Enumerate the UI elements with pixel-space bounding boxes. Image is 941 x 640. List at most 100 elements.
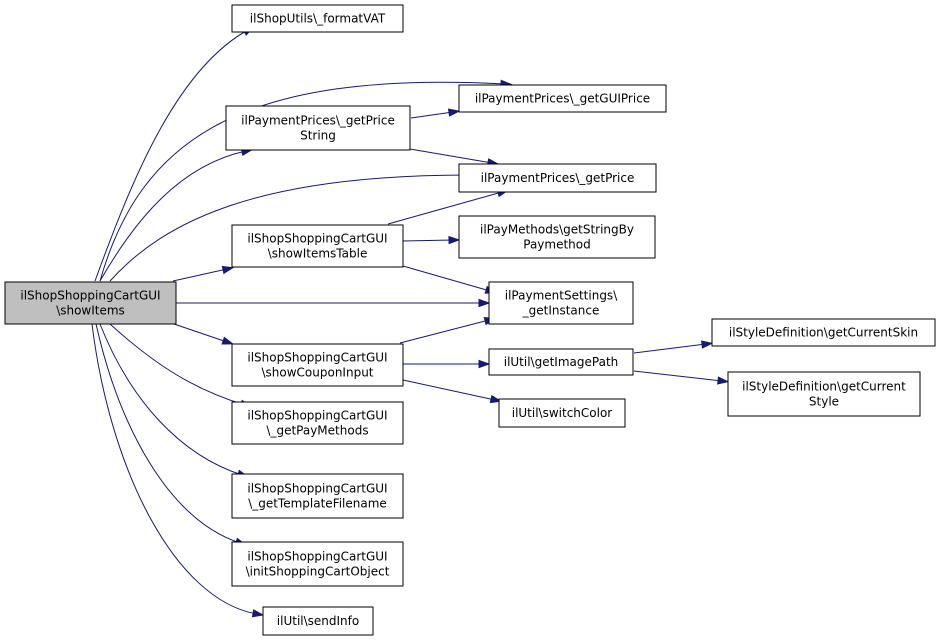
- edge-showCouponInput-to-paymentSettings: [399, 317, 497, 344]
- node-label-line: ilShopShoppingCartGUI: [20, 289, 160, 303]
- nodes-layer: ilShopShoppingCartGUI\showItemsilShopUti…: [4, 4, 936, 636]
- node-label-line: ilShopShoppingCartGUI: [247, 409, 387, 423]
- edge-showItemsTable-to-paymentSettings: [402, 265, 498, 294]
- edge-arrowhead: [447, 108, 461, 117]
- node-label-line: ilUtil\switchColor: [512, 406, 613, 420]
- edge-line: [402, 265, 491, 292]
- node-label-line: ilShopUtils\_formatVAT: [250, 12, 386, 26]
- node-label-line: ilPaymentPrices\_getPrice: [481, 171, 635, 185]
- edge-line: [410, 111, 454, 119]
- edge-line: [172, 268, 228, 282]
- edge-arrowhead: [478, 359, 491, 369]
- node-label-line: ilShopShoppingCartGUI: [247, 550, 387, 564]
- edge-arrowhead: [489, 394, 503, 404]
- node-box: [231, 224, 404, 268]
- node-box: [488, 281, 634, 325]
- node-label-line: ilPaymentSettings\: [505, 289, 618, 303]
- node-box: [231, 4, 404, 33]
- node-getTemplateFilename[interactable]: ilShopShoppingCartGUI\_getTemplateFilena…: [231, 473, 404, 519]
- edge-line: [633, 370, 723, 382]
- node-label-line: ilUtil\sendInfo: [277, 614, 359, 628]
- edge-line: [402, 239, 454, 242]
- edge-line: [91, 323, 258, 615]
- node-box: [488, 348, 634, 376]
- node-label-line: ilPaymentPrices\_getPrice: [241, 114, 395, 128]
- node-box: [231, 473, 404, 519]
- edge-root-to-showCouponInput: [173, 323, 235, 345]
- node-box: [498, 398, 626, 428]
- edge-line: [402, 379, 496, 401]
- edge-arrowhead: [478, 298, 491, 308]
- node-getImagePath[interactable]: ilUtil\getImagePath: [488, 348, 634, 376]
- edge-line: [409, 148, 493, 164]
- node-label-line: ilPayMethods\getStringBy: [480, 223, 634, 237]
- node-initShoppingCartObject[interactable]: ilShopShoppingCartGUI\initShoppingCartOb…: [231, 541, 404, 587]
- node-label-line: ilStyleDefinition\getCurrentSkin: [729, 326, 918, 340]
- node-box: [458, 84, 667, 113]
- edge-root-to-sendInfo: [91, 323, 265, 618]
- edge-line: [109, 323, 246, 406]
- node-box: [711, 318, 936, 347]
- node-label-line: ilShopShoppingCartGUI: [247, 351, 387, 365]
- node-getPayMethods[interactable]: ilShopShoppingCartGUI\_getPayMethods: [231, 401, 404, 445]
- node-getCurrentSkin[interactable]: ilStyleDefinition\getCurrentSkin: [711, 318, 936, 347]
- node-label-line: ilUtil\getImagePath: [504, 355, 619, 369]
- node-label-line: Paymethod: [523, 238, 591, 252]
- node-box: [231, 541, 404, 587]
- edge-getPriceString-to-getGUIPrice: [410, 108, 461, 119]
- node-box: [231, 401, 404, 445]
- node-getGUIPrice[interactable]: ilPaymentPrices\_getGUIPrice: [458, 84, 667, 113]
- node-switchColor[interactable]: ilUtil\switchColor: [498, 398, 626, 428]
- edge-line: [109, 174, 470, 282]
- edge-showItemsTable-to-getStringByPaymethod: [402, 235, 461, 245]
- node-showItemsTable[interactable]: ilShopShoppingCartGUI\showItemsTable: [231, 224, 404, 268]
- edge-arrowhead: [221, 336, 235, 345]
- edge-line: [173, 323, 228, 343]
- edge-getImagePath-to-getCurrentSkin: [633, 340, 714, 354]
- edge-arrowhead: [701, 340, 714, 349]
- node-box: [458, 215, 656, 259]
- edge-root-to-getPayMethods: [109, 323, 253, 408]
- node-root[interactable]: ilShopShoppingCartGUI\showItems: [4, 281, 177, 325]
- node-box: [458, 163, 657, 193]
- edge-line: [99, 323, 243, 476]
- edge-arrowhead: [251, 609, 265, 618]
- edge-root-to-showItemsTable: [172, 265, 235, 282]
- edge-getPriceString-to-getPrice: [409, 148, 500, 167]
- node-formatVAT[interactable]: ilShopUtils\_formatVAT: [231, 4, 404, 33]
- edge-root-to-getPriceString: [99, 147, 254, 282]
- node-label-line: ilShopShoppingCartGUI: [247, 482, 387, 496]
- node-box: [262, 606, 374, 636]
- edge-line: [95, 323, 241, 544]
- edge-showCouponInput-to-switchColor: [402, 379, 503, 404]
- node-box: [225, 105, 411, 151]
- node-showCouponInput[interactable]: ilShopShoppingCartGUI\showCouponInput: [231, 343, 404, 387]
- edge-line: [633, 343, 707, 354]
- node-box: [231, 343, 404, 387]
- node-label-line: \showItemsTable: [268, 247, 368, 261]
- edge-root-to-initShoppingCartObject: [95, 323, 248, 546]
- node-label-line: ilPaymentPrices\_getGUIPrice: [475, 92, 650, 106]
- edge-root-to-paymentSettings: [172, 298, 491, 308]
- node-label-line: Style: [809, 395, 839, 409]
- edge-line: [399, 319, 490, 344]
- edge-line: [99, 150, 247, 282]
- node-label-line: \showItems: [56, 304, 125, 318]
- node-sendInfo[interactable]: ilUtil\sendInfo: [262, 606, 374, 636]
- node-paymentSettings[interactable]: ilPaymentSettings\_getInstance: [488, 281, 634, 325]
- edge-line: [387, 191, 503, 225]
- edge-getImagePath-to-getCurrentStyle: [633, 370, 730, 385]
- node-label-line: ilShopShoppingCartGUI: [247, 232, 387, 246]
- node-box: [727, 371, 921, 417]
- node-label-line: \_getTemplateFilename: [248, 497, 387, 511]
- node-box: [4, 281, 177, 325]
- edge-arrowhead: [448, 235, 461, 245]
- node-getPrice[interactable]: ilPaymentPrices\_getPrice: [458, 163, 657, 193]
- node-label-line: _getInstance: [522, 304, 600, 318]
- node-label-line: \showCouponInput: [261, 366, 373, 380]
- edge-arrowhead: [717, 376, 730, 385]
